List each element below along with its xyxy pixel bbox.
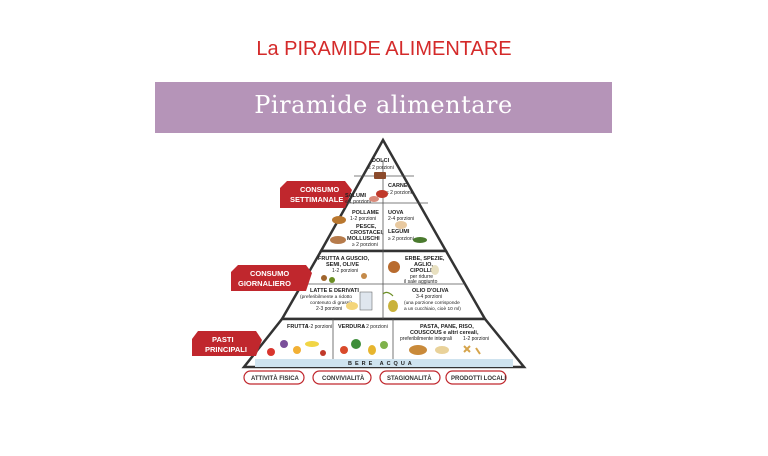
pepper-icon (368, 345, 376, 355)
latte-detail: (preferibilmente a ridotto (300, 294, 352, 300)
label-line: CONSUMO (300, 185, 339, 194)
top-food-icons (330, 172, 427, 244)
carne-name: CARNE (388, 183, 408, 189)
salami-icon (369, 196, 379, 202)
pesce-name: CROSTACEI, (350, 230, 384, 236)
erbe-name: AGLIO, (414, 262, 433, 268)
seed-icon (361, 273, 367, 279)
pollame-name: POLLAME (352, 210, 379, 216)
middle-food-icons (321, 261, 439, 312)
fish-icon (330, 236, 346, 244)
olive-icon (329, 277, 335, 283)
pasta-name: COUSCOUS e altri cereali, (410, 330, 479, 336)
erbe-name: CIPOLLE (410, 268, 434, 274)
frutta-name: FRUTTA (287, 324, 309, 330)
erbe-portion: per ridurre (410, 274, 433, 280)
olio-portion: 3-4 porzioni (416, 294, 442, 300)
pill-stagionalita: STAGIONALITÀ (387, 375, 432, 382)
onion-icon (388, 261, 400, 273)
pasta-name: PASTA, PANE, RISO, (420, 324, 474, 330)
lifestyle-pills: ATTIVITÀ FISICA CONVIVIALITÀ STAGIONALIT… (243, 370, 507, 385)
pill-prodotti-locali: PRODOTTI LOCALI (451, 376, 506, 382)
pill-convivialita: CONVIVIALITÀ (322, 375, 365, 382)
bread-icon (409, 345, 427, 355)
frutta-portion: 1-2 porzioni (306, 324, 332, 330)
bottom-tier-text: FRUTTA 1-2 porzioni VERDURA ≥ 2 porzioni… (287, 324, 489, 367)
pasta-name: preferibilmente integrali (400, 336, 452, 342)
pesce-portion: ≥ 2 porzioni (352, 242, 378, 248)
orange-icon (293, 346, 301, 354)
verdura-name: VERDURA (338, 324, 365, 330)
frutta-guscio-name: SEMI, OLIVE (326, 262, 359, 268)
olio-name: OLIO D'OLIVA (412, 288, 449, 294)
label-line: PRINCIPALI (205, 345, 247, 354)
olio-portion: a un cucchiaio, cioè 10 ml) (404, 306, 461, 312)
pesce-name: PESCE, (356, 224, 377, 230)
egg-icon (395, 221, 407, 229)
side-label-weekly: CONSUMO SETTIMANALE (280, 181, 352, 208)
erbe-portion: il sale aggiunto (404, 279, 438, 285)
chicken-icon (332, 216, 346, 224)
oil-icon (388, 300, 398, 312)
water-label: BERE ACQUA (348, 361, 415, 367)
banner-title: Piramide alimentare (254, 91, 513, 119)
legume-icon (413, 237, 427, 243)
carne-portion: ≤ 2 porzioni (386, 190, 412, 196)
apple-icon (267, 348, 275, 356)
uova-name: UOVA (388, 210, 404, 216)
slide-title: La PIRAMIDE ALIMENTARE (256, 38, 512, 60)
dolci-name: DOLCI (372, 158, 390, 164)
salumi-name: SALUMI (345, 193, 367, 199)
banner: Piramide alimentare (155, 82, 612, 133)
label-line: CONSUMO (250, 269, 289, 278)
side-label-main-meals: PASTI PRINCIPALI (192, 331, 262, 356)
cake-icon (374, 172, 386, 179)
latte-name: LATTE E DERIVATI (310, 288, 359, 294)
cheese-icon (346, 302, 358, 310)
cabbage-icon (380, 341, 388, 349)
uova-portion: 2-4 porzioni (388, 216, 414, 222)
pasta-icon (463, 345, 481, 355)
latte-detail: contenuto di grassi) (310, 300, 352, 306)
erbe-name: ERBE, SPEZIE, (405, 256, 445, 262)
frutta-guscio-name: FRUTTA A GUSCIO, (318, 256, 370, 262)
rice-icon (435, 346, 449, 354)
verdura-portion: ≥ 2 porzioni (362, 324, 388, 330)
side-label-daily: CONSUMO GIORNALIERO (231, 265, 312, 291)
pesce-name: MOLLUSCHI (347, 236, 380, 242)
middle-tier-text: FRUTTA A GUSCIO, SEMI, OLIVE 1-2 porzion… (300, 256, 461, 312)
tomato-icon (340, 346, 348, 354)
pasta-portion: 1-2 porzioni (463, 336, 489, 342)
nut-icon (321, 275, 327, 281)
milk-icon (359, 291, 373, 311)
frutta-guscio-portion: 1-2 porzioni (332, 268, 358, 274)
grape-icon (280, 340, 288, 348)
legumi-portion: ≥ 2 porzioni (388, 236, 414, 242)
pollame-portion: 1-2 porzioni (350, 216, 376, 222)
legumi-name: LEGUMI (388, 229, 410, 235)
banana-icon (305, 341, 319, 347)
dolci-portion: ≤ 2 porzioni (368, 165, 394, 171)
salumi-portion: ≤ 1 porzioni (345, 199, 371, 205)
bottom-food-icons (267, 339, 481, 356)
olive-branch-icon (382, 291, 394, 297)
meat-icon (376, 190, 388, 198)
pill-attivita-fisica: ATTIVITÀ FISICA (251, 375, 300, 382)
cherry-icon (320, 350, 326, 356)
garlic-icon (431, 265, 439, 275)
label-line: SETTIMANALE (290, 195, 343, 204)
broccoli-icon (351, 339, 361, 349)
top-tier-text: DOLCI ≤ 2 porzioni CARNE ≤ 2 porzioni SA… (345, 158, 414, 248)
label-line: PASTI (212, 335, 234, 344)
latte-portion: 2-3 porzioni (316, 306, 342, 312)
label-line: GIORNALIERO (238, 279, 291, 288)
olio-portion: (una porzione corrisponde (404, 300, 460, 306)
